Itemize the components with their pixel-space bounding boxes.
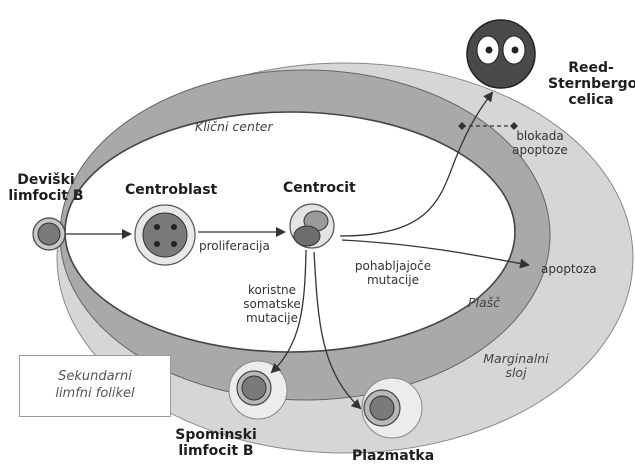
centrocyte-label: Centrocit — [283, 180, 356, 196]
plasma-cell-label: Plazmatka — [352, 448, 434, 464]
reed-sternberg-label: Reed- Sternbergova celica — [548, 60, 634, 108]
naive-b-cell — [33, 218, 65, 250]
plasma-cell — [362, 378, 422, 438]
memory-b-label: Spominski limfocit B — [168, 427, 264, 459]
beneficial-mutations-label: koristne somatske mutacije — [232, 284, 312, 325]
follicle-label: Sekundarni limfni folikel — [55, 369, 134, 403]
centroblast-label: Centroblast — [125, 182, 217, 198]
apoptosis-label: apoptoza — [541, 263, 597, 277]
centrocyte-cell — [290, 204, 334, 248]
naive-b-label: Deviški limfocit B — [4, 172, 88, 204]
blocked-apoptosis-label: blokada apoptoze — [492, 130, 588, 158]
germinal-center-label: Klični center — [195, 120, 273, 134]
centroblast-cell — [135, 205, 195, 265]
reed-sternberg-cell — [467, 20, 535, 88]
follicle-legend-box: Sekundarni limfni folikel — [19, 355, 171, 417]
memory-b-cell — [229, 361, 287, 419]
mantle-label: Plašč — [468, 296, 500, 310]
proliferation-label: proliferacija — [199, 240, 270, 254]
marginal-zone-label: Marginalni sloj — [470, 352, 562, 381]
crippling-mutations-label: pohabljajoče mutacije — [345, 260, 441, 288]
